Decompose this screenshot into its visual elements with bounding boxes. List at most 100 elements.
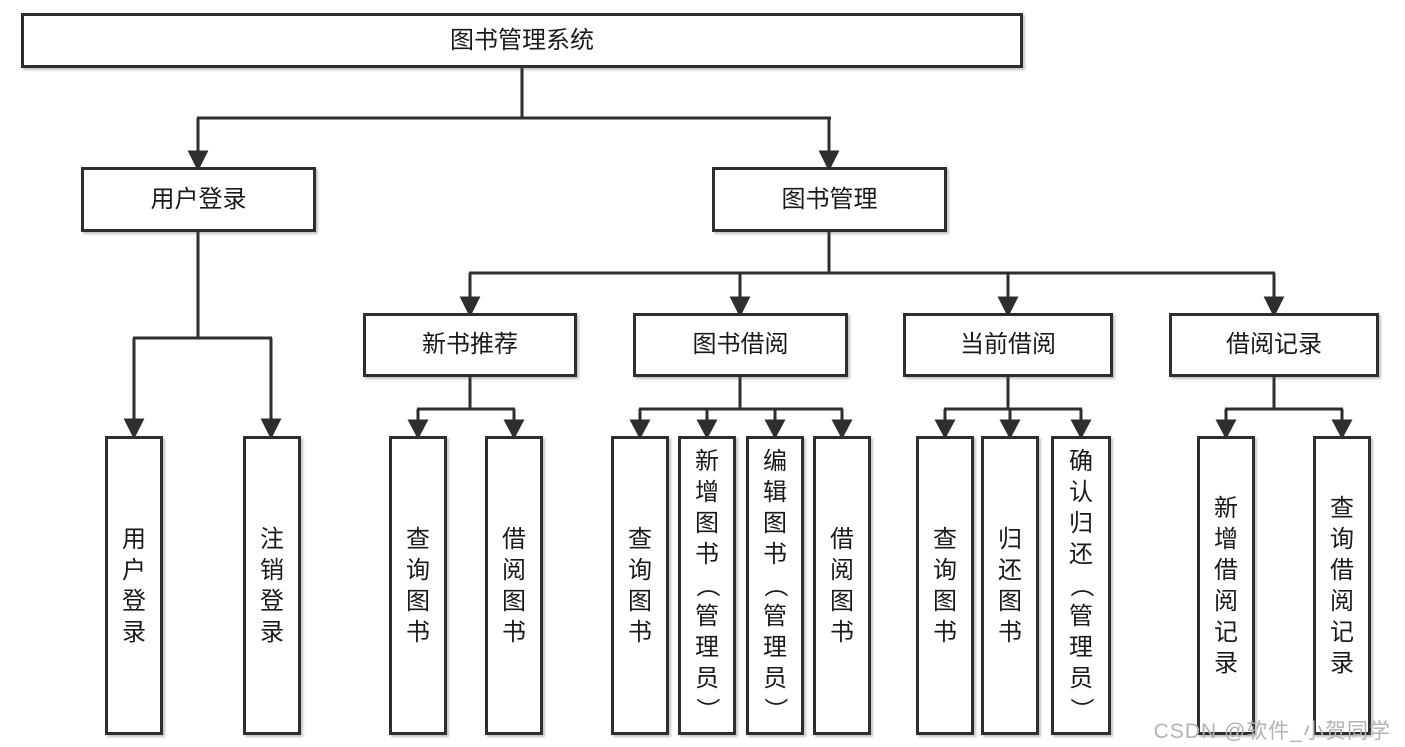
arrowhead: [764, 419, 786, 440]
leaf-label-char: 录: [122, 618, 146, 646]
leaf-label-char: 书: [628, 618, 652, 646]
arrowhead: [729, 296, 751, 318]
leaf-label-char: 书: [830, 618, 854, 646]
arrowhead: [999, 419, 1021, 440]
leaf-label-char: 借: [1214, 556, 1238, 584]
group-new-book-recommend: 新书推荐: [363, 313, 577, 377]
leaf-label-char: 书: [763, 541, 787, 568]
leaf-label-char: 询: [406, 556, 430, 584]
leaf-label-char: 增: [1214, 525, 1238, 553]
leaf-label-char: 查: [628, 525, 652, 553]
leaf-label-char: 书: [933, 618, 957, 646]
csdn-watermark: CSDN @软件_小贺同学: [1153, 720, 1391, 743]
leaf-label-char: 理: [763, 634, 787, 661]
leaf-label-char: 图: [406, 587, 430, 615]
leaf-label-char: 员: [763, 665, 787, 692]
leaf-label-char: 借: [830, 525, 854, 553]
connector-root: [187, 68, 840, 172]
leaf-label-char: 编: [763, 448, 787, 475]
branch-user-login: 用户登录: [81, 167, 316, 232]
arrowhead: [1331, 419, 1353, 440]
leaf-label-char: 登: [260, 587, 284, 615]
arrowhead: [934, 419, 956, 440]
leaf-label-char: 记: [1330, 618, 1354, 646]
leaf-label-char: 录: [1214, 649, 1238, 677]
group-label: 图书借阅: [692, 331, 789, 358]
leaf-label-char: 图: [998, 587, 1022, 615]
leaf-label-char: 借: [1330, 556, 1354, 584]
arrowhead: [407, 419, 429, 440]
leaf-label-char: 理: [695, 634, 719, 661]
leaf-label-char: 记: [1214, 618, 1238, 646]
leaf-label-char: 查: [1330, 494, 1354, 522]
arrowhead: [1215, 419, 1237, 440]
leaf-label-char: 用: [122, 525, 146, 553]
leaf-label-char: 查: [933, 525, 957, 553]
leaf-label-char: ）: [693, 697, 721, 722]
leaf-label-char: 增: [695, 479, 719, 506]
leaf-label-char: 新: [695, 448, 719, 475]
leaf-label-char: 登: [122, 587, 146, 615]
leaf-label-char: 归: [998, 525, 1022, 553]
connector-book-borrow: [629, 377, 853, 440]
leaf-edit-books-admin: 编辑图书 （ 管理员 ）: [746, 436, 804, 735]
leaf-label-char: 员: [1069, 665, 1093, 692]
group-borrow-records: 借阅记录: [1169, 313, 1379, 377]
connector-book-management: [459, 232, 1285, 318]
branch-book-management: 图书管理: [712, 167, 947, 232]
leaf-borrow-books: 借阅图书: [485, 436, 543, 735]
leaf-label-char: 阅: [502, 556, 526, 584]
arrowhead: [629, 419, 651, 440]
arrowhead: [503, 419, 525, 440]
leaf-label-char: 还: [998, 556, 1022, 584]
leaf-query-books: 查询图书: [611, 436, 669, 735]
leaf-user-login: 用户登录: [105, 436, 163, 735]
leaf-label-char: 归: [1069, 510, 1093, 537]
arrowhead: [260, 418, 282, 440]
leaf-label-char: ）: [1067, 697, 1095, 722]
leaf-query-books: 查询图书: [916, 436, 974, 735]
leaf-label-char: 书: [502, 618, 526, 646]
leaf-query-books: 查询图书: [389, 436, 447, 735]
leaf-borrow-books: 借阅图书: [813, 436, 871, 735]
group-label: 当前借阅: [960, 331, 1056, 358]
leaf-label-char: 查: [406, 525, 430, 553]
leaf-label-char: 辑: [763, 479, 787, 506]
arrowhead: [997, 296, 1019, 318]
connector-new-book-recommend: [407, 377, 525, 440]
group-current-borrow: 当前借阅: [903, 313, 1113, 377]
group-label: 新书推荐: [422, 331, 518, 358]
leaf-label-char: 询: [628, 556, 652, 584]
leaf-label-char: 阅: [1214, 587, 1238, 615]
leaf-label-char: 新: [1214, 494, 1238, 522]
leaf-label-char: ）: [761, 697, 789, 722]
leaf-add-books-admin: 新增图书（管理员）: [678, 436, 736, 735]
leaf-label-char: 确: [1069, 448, 1093, 475]
leaf-label-char: （: [761, 573, 789, 598]
leaf-add-borrow-record: 新增借阅记录: [1197, 436, 1255, 735]
leaf-label-char: 询: [933, 556, 957, 584]
leaf-label-char: 图: [830, 587, 854, 615]
leaf-label-char: 图: [763, 510, 787, 537]
leaf-label-char: 阅: [1330, 587, 1354, 615]
leaf-label-char: 户: [122, 556, 146, 584]
leaf-label-char: 图: [502, 587, 526, 615]
leaf-label-char: 询: [1330, 525, 1354, 553]
leaf-label-char: 管: [763, 603, 787, 630]
root-node-library-management-system: 图书管理系统: [21, 13, 1023, 68]
leaf-label-char: 注: [260, 525, 284, 553]
leaf-label-char: 书: [998, 618, 1022, 646]
leaf-label-char: 管: [1069, 603, 1093, 630]
leaf-label-char: 阅: [830, 556, 854, 584]
leaf-label-char: （: [1067, 573, 1095, 598]
leaf-label-char: 录: [1330, 649, 1354, 677]
leaf-label-char: 书: [695, 541, 719, 568]
arrowhead: [459, 296, 481, 318]
leaf-query-borrow-record: 查询借阅记录: [1313, 436, 1371, 735]
group-book-borrow: 图书借阅: [633, 313, 848, 377]
arrowhead: [187, 150, 209, 172]
arrowhead: [1263, 296, 1285, 318]
branch-label: 用户登录: [150, 185, 247, 213]
leaf-label-char: 图: [695, 510, 719, 537]
